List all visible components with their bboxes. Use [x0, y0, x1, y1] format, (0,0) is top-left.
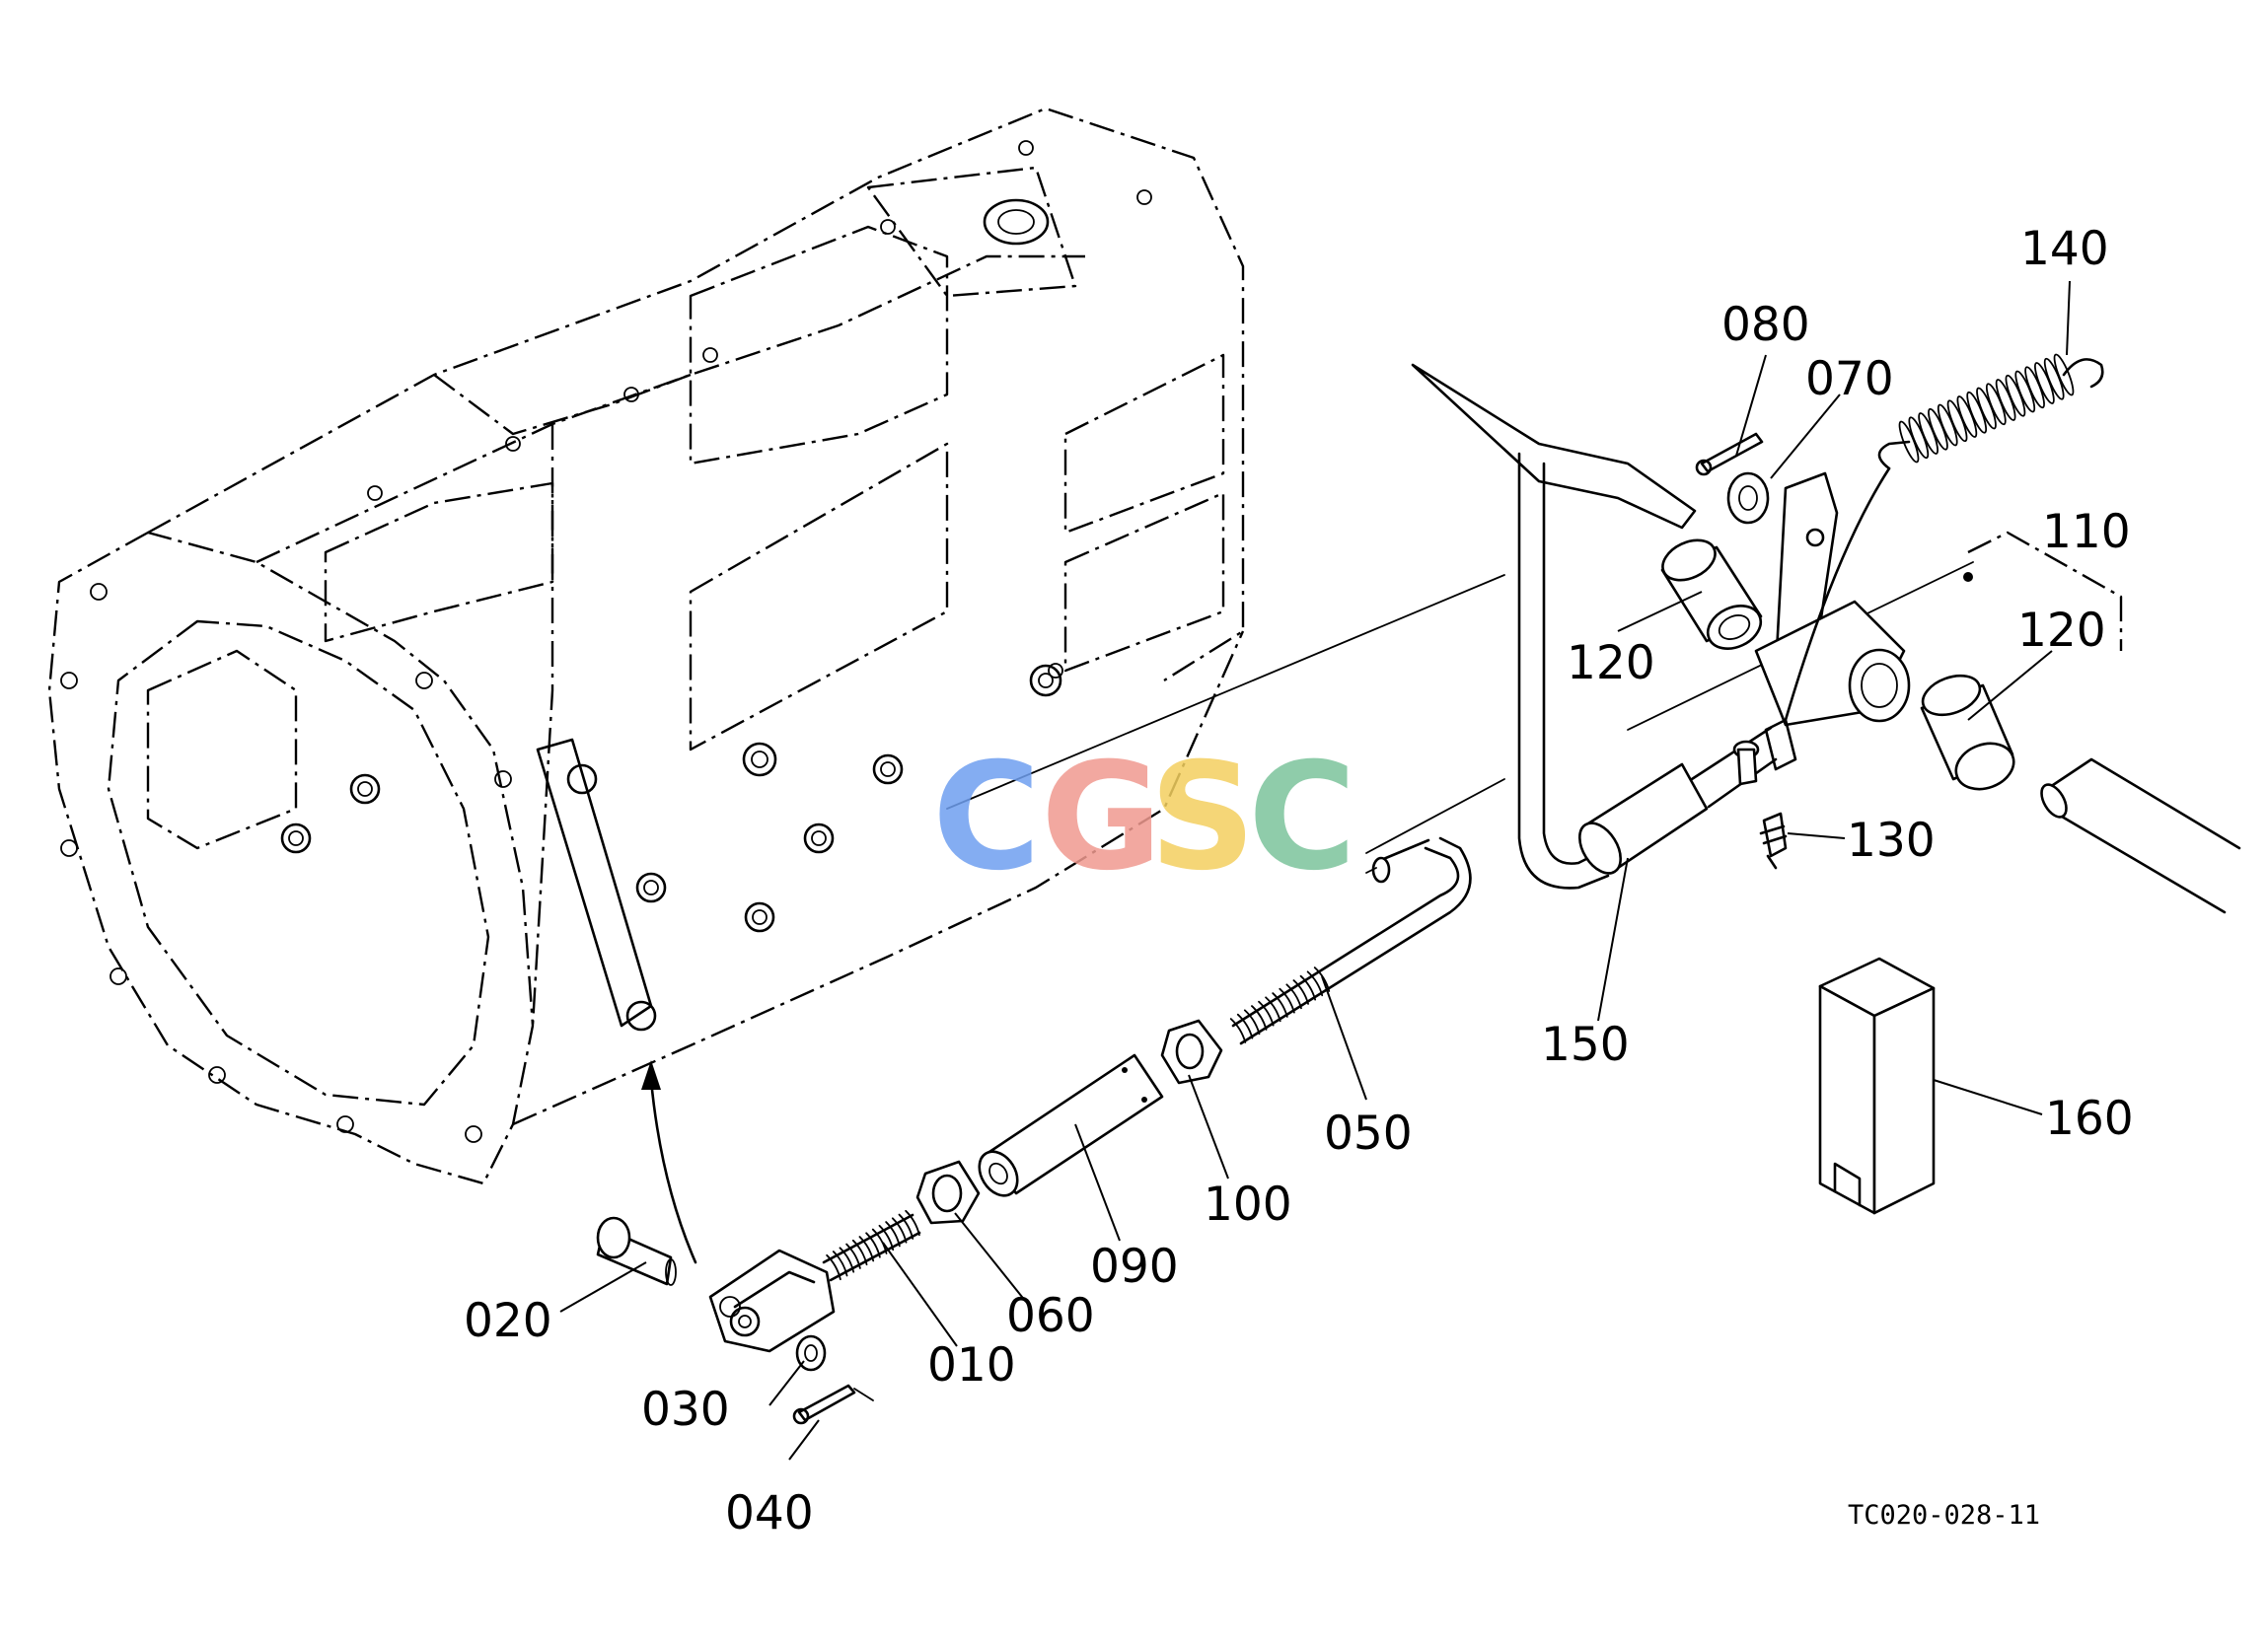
watermark-logo: C G S C	[932, 732, 1356, 903]
thread-turn	[1272, 992, 1288, 1018]
alignment-line-upper	[946, 574, 1505, 810]
part-110-bracket	[1967, 531, 2123, 651]
part-040-split-pin	[792, 1384, 874, 1425]
thread-turn	[865, 1232, 881, 1258]
thread-turn	[898, 1213, 915, 1240]
part-100-nut	[1160, 1019, 1223, 1085]
part-050-rod	[1229, 836, 1472, 1045]
callout-110: 110	[2042, 505, 2131, 559]
thread-turn	[878, 1224, 895, 1252]
cross-shaft	[2040, 757, 2241, 914]
callout-100: 100	[1204, 1178, 1292, 1232]
part-090-sleeve	[978, 1053, 1164, 1197]
callout-120-upper: 120	[1567, 636, 1655, 690]
thread-turn	[826, 1253, 841, 1281]
part-140-spring	[1784, 353, 2104, 722]
part-150-clutch-pedal	[1411, 363, 1778, 890]
part-010-threaded-rod	[822, 1209, 921, 1282]
leader-lines	[559, 280, 2071, 1461]
callout-140: 140	[2020, 222, 2109, 276]
watermark-letter: G	[1041, 732, 1162, 903]
watermark-letter: C	[1248, 732, 1356, 903]
lever-pin	[1732, 740, 1760, 786]
callout-040: 040	[725, 1486, 814, 1540]
callout-150: 150	[1541, 1018, 1630, 1072]
part-070-washer	[1726, 471, 1770, 525]
transmission-housing	[47, 107, 1245, 1185]
thread-turn	[1299, 974, 1317, 1001]
thread-turn	[1258, 1000, 1275, 1027]
callout-120-lower: 120	[2017, 604, 2106, 658]
callout-070: 070	[1805, 352, 1894, 406]
part-020-clevis-pin	[596, 1216, 677, 1286]
alignment-line-lower	[1365, 778, 1505, 854]
reference-code: TC020-028-11	[1848, 1500, 2040, 1531]
part-010-clevis	[708, 1249, 836, 1353]
callout-090: 090	[1090, 1240, 1179, 1294]
thread-turn	[885, 1221, 901, 1248]
thread-turn	[871, 1228, 888, 1254]
arrow-head	[641, 1060, 661, 1090]
watermark-letter: C	[932, 732, 1041, 903]
thread-turn	[839, 1247, 855, 1273]
thread-turn	[905, 1209, 920, 1237]
part-160-tool-block	[1818, 957, 1936, 1215]
thread-turn	[1292, 979, 1309, 1005]
callout-130: 130	[1847, 814, 1936, 868]
thread-turn	[858, 1236, 875, 1262]
callout-050: 050	[1324, 1107, 1413, 1161]
part-060-nut	[915, 1160, 981, 1225]
thread-turn	[1236, 1013, 1254, 1039]
part-120-bushing-lower	[1920, 674, 2015, 791]
thread-turn	[1229, 1018, 1247, 1043]
callout-030: 030	[641, 1383, 730, 1437]
thread-turn	[1243, 1009, 1261, 1036]
thread-turn	[1285, 983, 1302, 1010]
part-120-bushing-upper	[1660, 538, 1763, 650]
thread-turn	[1279, 987, 1295, 1014]
callout-160: 160	[2045, 1092, 2134, 1146]
part-130-grease-nipple	[1759, 812, 1788, 870]
thread-turn	[845, 1243, 861, 1269]
assembly-arrow	[649, 1078, 697, 1264]
spring-coil	[2053, 353, 2075, 396]
thread-turn	[891, 1217, 908, 1244]
thread-turn	[851, 1239, 868, 1266]
thread-turn	[1265, 996, 1281, 1023]
thread-turn	[832, 1251, 848, 1277]
callout-020: 020	[464, 1294, 552, 1348]
watermark-letter: S	[1149, 732, 1256, 903]
pedal-lever-hub	[1754, 471, 1973, 771]
callout-080: 080	[1721, 298, 1810, 352]
thread-turn	[1306, 970, 1324, 997]
callout-010: 010	[927, 1338, 1016, 1393]
thread-turn	[1251, 1005, 1268, 1031]
callout-060: 060	[1006, 1289, 1095, 1343]
part-080-split-pin	[1695, 432, 1764, 476]
